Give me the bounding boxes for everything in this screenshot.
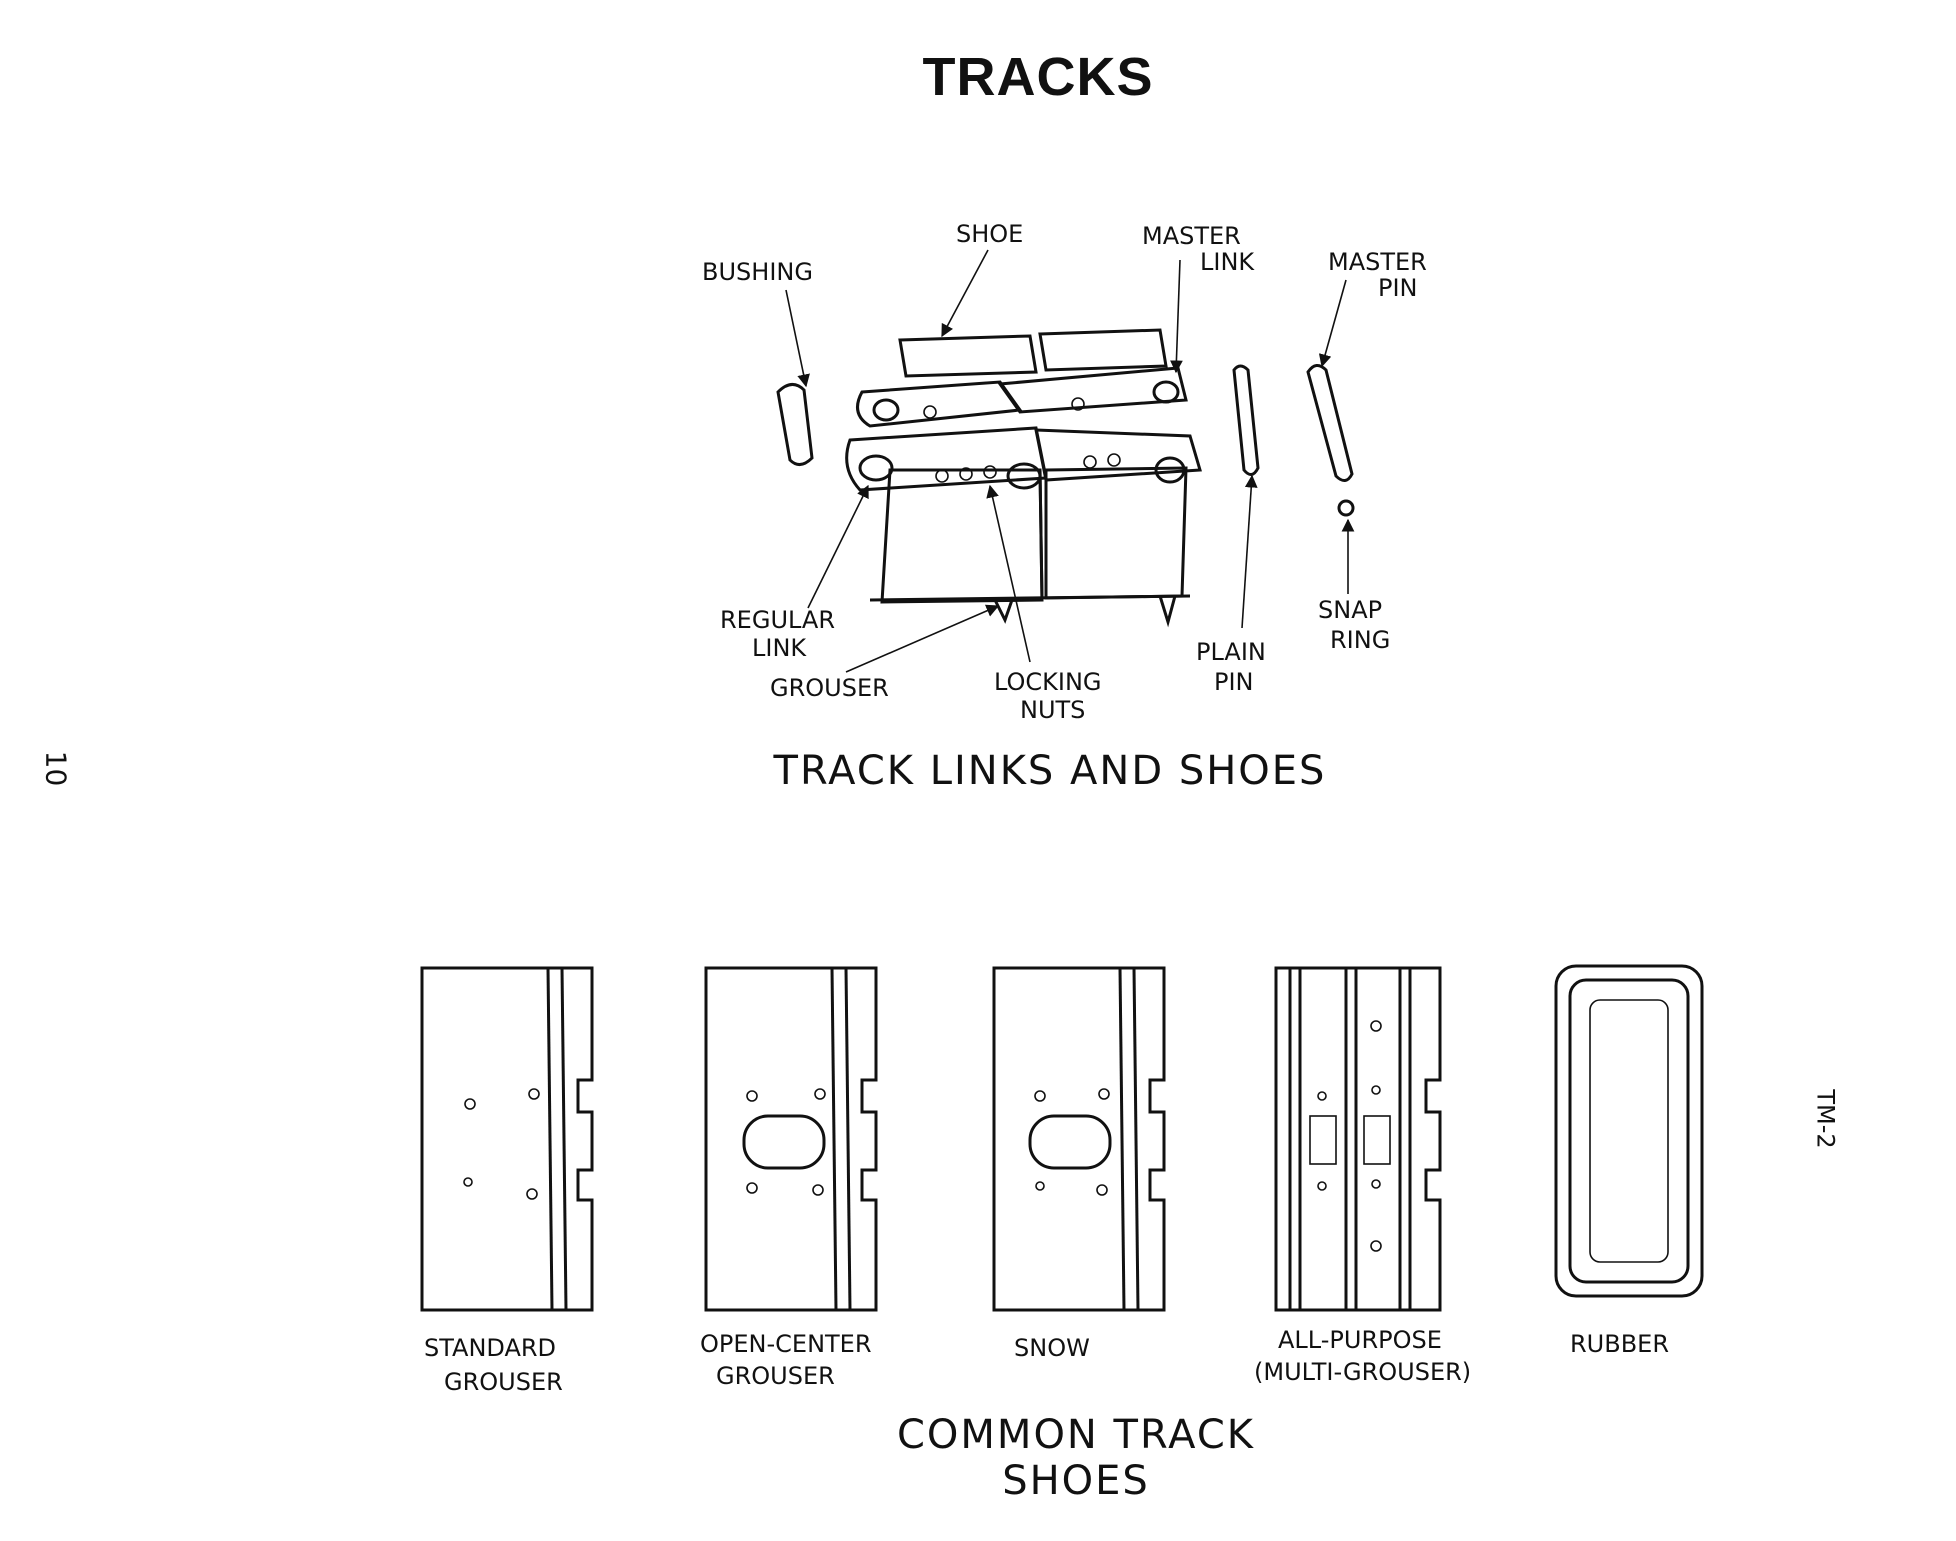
label-locking-nuts-line2: NUTS	[1020, 696, 1085, 724]
shoe-label-open-center-line2: GROUSER	[716, 1362, 835, 1390]
track-links-caption: TRACK LINKS AND SHOES	[773, 748, 1327, 794]
label-locking-nuts-line1: LOCKING	[994, 668, 1102, 696]
label-snap-ring-line2: RING	[1330, 626, 1390, 654]
standard-grouser-shoe	[420, 966, 594, 1312]
label-plain-pin-line1: PLAIN	[1196, 638, 1266, 666]
label-bushing: BUSHING	[702, 258, 813, 286]
page-title: TRACKS	[922, 47, 1154, 107]
link-drawing	[845, 366, 1202, 492]
shoe-label-standard-line2: GROUSER	[444, 1368, 563, 1396]
shoe-label-rubber: RUBBER	[1570, 1330, 1669, 1358]
shoe-drawing	[869, 328, 1191, 628]
label-snap-ring-line1: SNAP	[1318, 596, 1382, 624]
shoe-label-all-purpose-line2: (MULTI-GROUSER)	[1254, 1358, 1471, 1386]
side-code: TM-2	[1811, 1089, 1840, 1149]
open-center-grouser-shoe	[704, 966, 878, 1312]
label-master-link-line2: LINK	[1200, 248, 1255, 276]
snap-ring-drawing	[1337, 499, 1355, 517]
label-master-pin-line1: MASTER	[1328, 248, 1427, 276]
bushing-drawing	[776, 383, 814, 466]
label-plain-pin-line2: PIN	[1214, 668, 1254, 696]
label-master-link-line1: MASTER	[1142, 222, 1241, 250]
common-shoes-caption: COMMON TRACK SHOES	[897, 1412, 1255, 1504]
label-master-pin-line2: PIN	[1378, 274, 1418, 302]
label-regular-link-line1: REGULAR	[720, 606, 835, 634]
label-shoe: SHOE	[956, 220, 1023, 248]
label-grouser: GROUSER	[770, 674, 889, 702]
snow-shoe	[992, 966, 1166, 1312]
label-regular-link-line2: LINK	[752, 634, 807, 662]
track-link-assembly-drawing: BUSHING SHOE MASTER LINK MASTER PIN REGU…	[702, 220, 1427, 724]
all-purpose-shoe	[1274, 966, 1442, 1312]
plain-pin-drawing	[1232, 364, 1260, 476]
shoe-label-all-purpose-line1: ALL-PURPOSE	[1278, 1326, 1442, 1354]
page-number: 10	[39, 750, 73, 787]
rubber-shoe	[1554, 964, 1704, 1298]
master-pin-drawing	[1306, 364, 1354, 482]
shoe-label-standard-line1: STANDARD	[424, 1334, 556, 1362]
shoe-label-snow: SNOW	[1014, 1334, 1090, 1362]
shoe-label-open-center-line1: OPEN-CENTER	[700, 1330, 872, 1358]
common-track-shoes-drawing: STANDARD GROUSER OPEN-CENTER GROUSER SNO…	[420, 964, 1704, 1396]
